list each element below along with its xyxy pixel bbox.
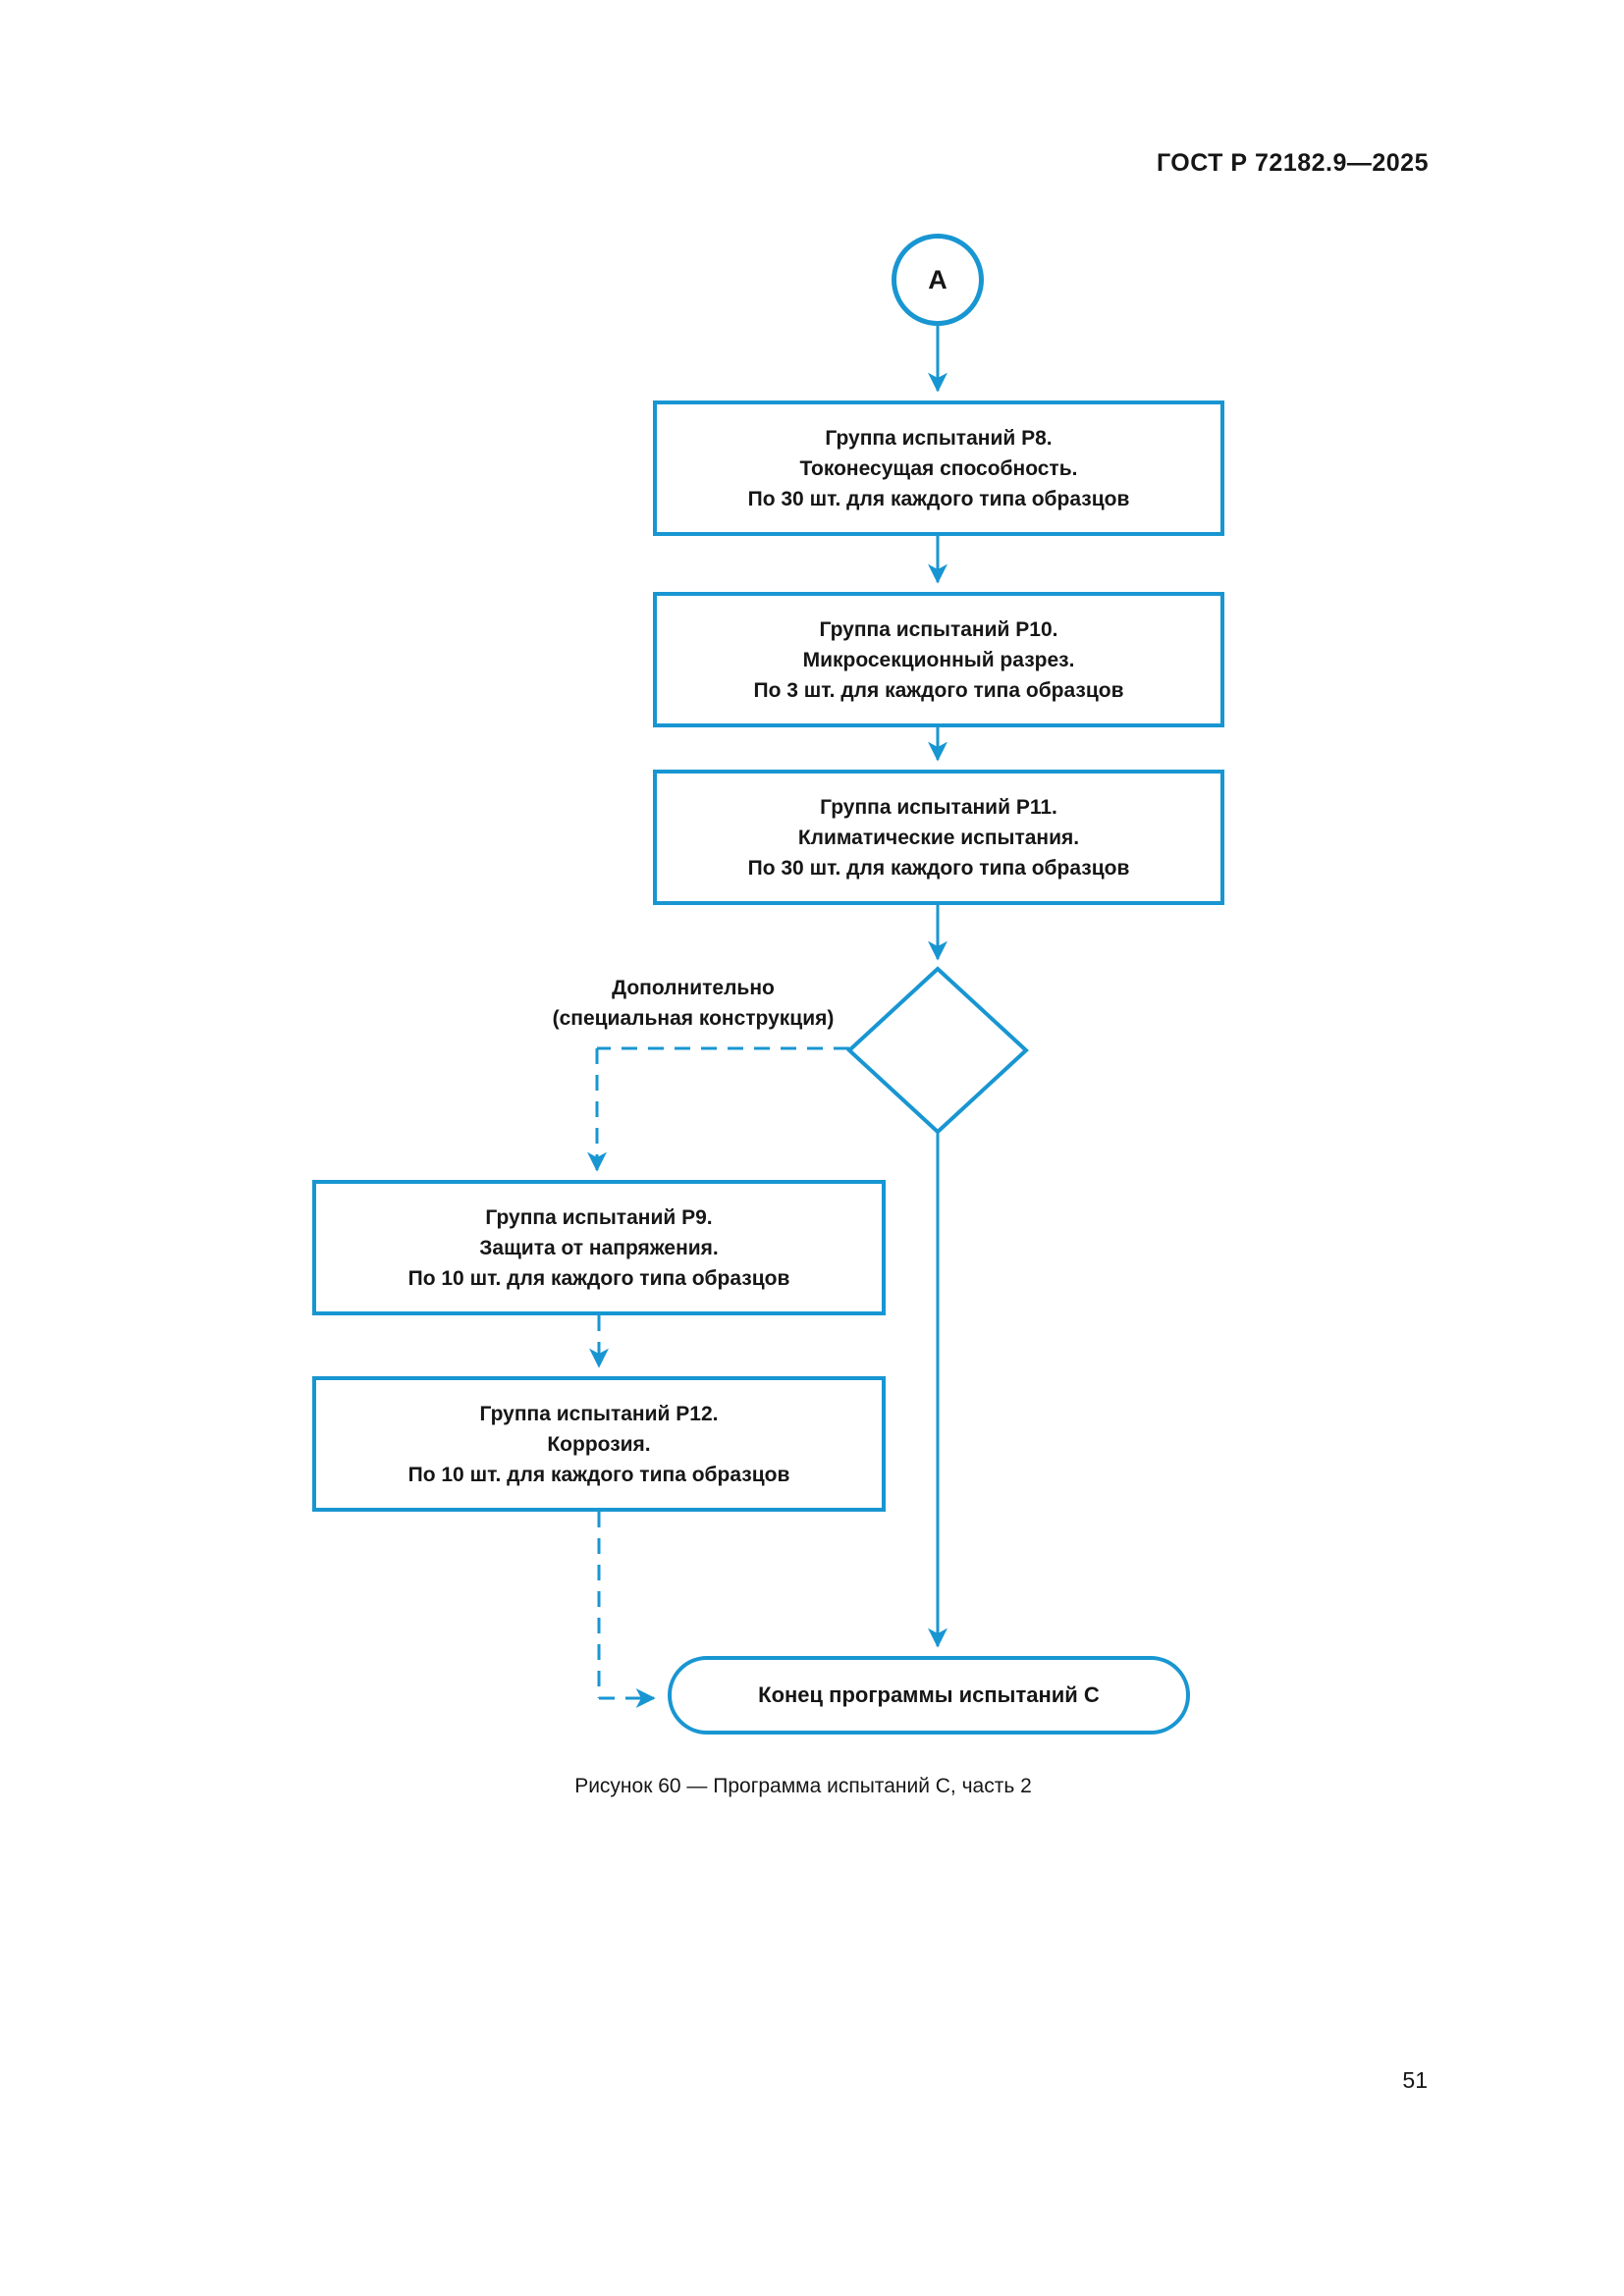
- process-box-line: Коррозия.: [547, 1432, 651, 1456]
- process-box-line: Группа испытаний Р9.: [485, 1205, 713, 1229]
- process-box-line: Защита от напряжения.: [479, 1236, 719, 1259]
- connector-node-label: А: [928, 264, 947, 294]
- page-number: 51: [1402, 2067, 1428, 2093]
- process-box-p8: Группа испытаний Р8. Токонесущая способн…: [653, 400, 1224, 536]
- process-box-line: Токонесущая способность.: [799, 456, 1078, 480]
- decision-branch-label-line: (специальная конструкция): [552, 1007, 835, 1030]
- process-box-line: Группа испытаний Р10.: [819, 617, 1058, 641]
- process-box-line: Климатические испытания.: [797, 826, 1080, 849]
- terminator-end-label: Конец программы испытаний С: [758, 1682, 1100, 1707]
- decision-branch-label: Дополнительно (специальная конструкция): [497, 973, 890, 1034]
- standard-number-header: ГОСТ Р 72182.9—2025: [1156, 149, 1429, 177]
- figure-caption: Рисунок 60 — Программа испытаний С, част…: [574, 1775, 1032, 1797]
- process-box-p11: Группа испытаний Р11. Климатические испы…: [653, 770, 1224, 905]
- process-box-line: Группа испытаний Р11.: [820, 795, 1057, 819]
- process-box-line: По 30 шт. для каждого типа образцов: [747, 856, 1130, 880]
- process-box-line: По 30 шт. для каждого типа образцов: [747, 487, 1130, 510]
- decision-diamond: [846, 966, 1029, 1135]
- process-box-p9: Группа испытаний Р9. Защита от напряжени…: [312, 1180, 886, 1315]
- process-box-p12: Группа испытаний Р12. Коррозия. По 10 шт…: [312, 1376, 886, 1512]
- decision-branch-label-line: Дополнительно: [612, 977, 775, 999]
- process-box-line: Микросекционный разрез.: [802, 648, 1075, 671]
- process-box-line: По 10 шт. для каждого типа образцов: [407, 1266, 790, 1290]
- process-box-p10: Группа испытаний Р10. Микросекционный ра…: [653, 592, 1224, 727]
- terminator-end-node: Конец программы испытаний С: [668, 1656, 1190, 1735]
- connector-node-a: А: [892, 234, 984, 326]
- process-box-line: Группа испытаний Р12.: [479, 1402, 719, 1425]
- process-box-line: По 10 шт. для каждого типа образцов: [407, 1463, 790, 1486]
- process-box-line: По 3 шт. для каждого типа образцов: [753, 678, 1124, 702]
- process-box-line: Группа испытаний Р8.: [825, 426, 1053, 450]
